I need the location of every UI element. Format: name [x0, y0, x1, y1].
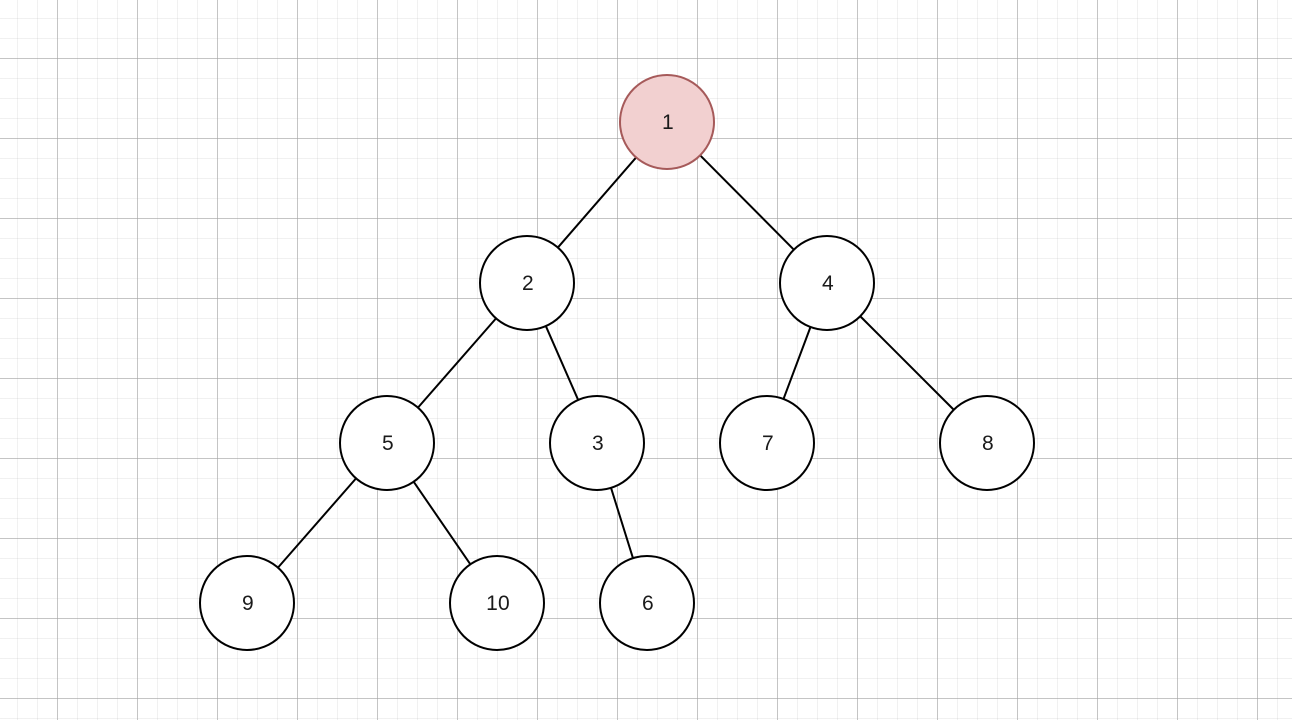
tree-node-label: 4	[822, 271, 834, 295]
tree-edge	[556, 156, 638, 249]
tree-node-10[interactable]: 10	[449, 555, 545, 651]
tree-node-6[interactable]: 6	[599, 555, 695, 651]
tree-node-9[interactable]: 9	[199, 555, 295, 651]
tree-edge	[782, 326, 812, 400]
tree-node-label: 8	[982, 431, 994, 455]
tree-node-1[interactable]: 1	[619, 74, 715, 170]
tree-node-label: 6	[642, 591, 654, 615]
tree-edge	[859, 315, 955, 411]
tree-edge	[412, 480, 472, 566]
tree-edge	[610, 486, 634, 560]
tree-node-label: 3	[592, 431, 604, 455]
tree-node-label: 1	[662, 110, 674, 134]
tree-node-5[interactable]: 5	[339, 395, 435, 491]
tree-node-label: 2	[522, 271, 534, 295]
tree-edge	[699, 154, 795, 251]
tree-edge	[544, 325, 580, 401]
tree-edge	[416, 317, 498, 409]
tree-node-label: 10	[486, 591, 510, 615]
tree-node-label: 7	[762, 431, 774, 455]
tree-node-label: 9	[242, 591, 254, 615]
tree-node-2[interactable]: 2	[479, 235, 575, 331]
tree-node-3[interactable]: 3	[549, 395, 645, 491]
tree-node-label: 5	[382, 431, 394, 455]
tree-edge	[276, 477, 358, 569]
tree-node-8[interactable]: 8	[939, 395, 1035, 491]
tree-node-7[interactable]: 7	[719, 395, 815, 491]
tree-node-4[interactable]: 4	[779, 235, 875, 331]
